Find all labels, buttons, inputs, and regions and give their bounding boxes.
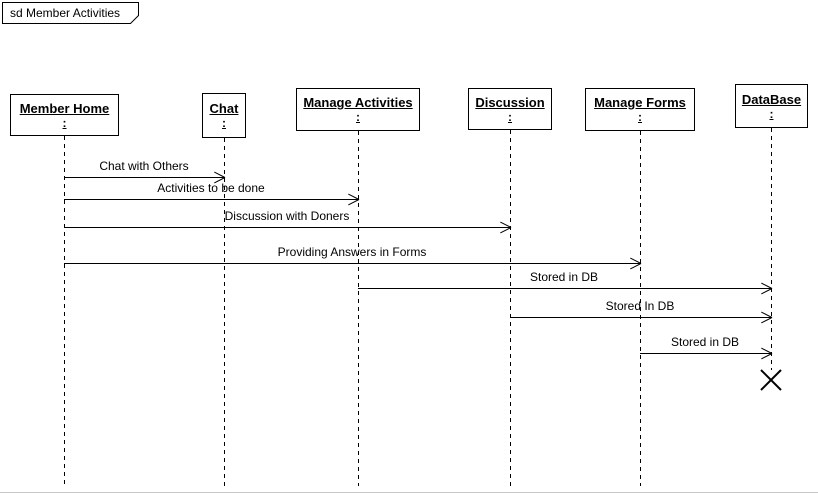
- frame-label: sd Member Activities: [10, 6, 121, 20]
- lifeline-name: Chat: [209, 101, 239, 116]
- lifeline-head-manage-activities: Manage Activities :: [296, 88, 420, 131]
- message-arrow-discussion-with-doners: [64, 227, 510, 228]
- message-arrow-chat-with-others: [64, 177, 224, 178]
- message-label: Discussion with Doners: [224, 209, 350, 223]
- message-arrow-activities-to-be-done: [64, 199, 358, 200]
- lifeline-member-home: [64, 136, 65, 486]
- lifeline-selector: :: [356, 110, 360, 124]
- lifeline-selector: :: [508, 109, 512, 124]
- message-arrow-stored-in-db-2: [510, 317, 771, 318]
- bottom-edge-line: [0, 492, 818, 493]
- lifeline-selector: :: [769, 106, 774, 121]
- lifeline-selector: :: [638, 110, 642, 124]
- lifeline-selector: :: [62, 115, 67, 130]
- lifeline-head-discussion: Discussion :: [468, 88, 552, 130]
- lifeline-manage-forms: [640, 131, 641, 486]
- lifeline-name: Discussion: [475, 94, 545, 110]
- lifeline-head-member-home: Member Home :: [10, 94, 119, 136]
- message-label: Providing Answers in Forms: [277, 245, 427, 259]
- message-arrow-providing-answers: [64, 263, 640, 264]
- message-label: Chat with Others: [99, 159, 189, 173]
- lifeline-head-manage-forms: Manage Forms :: [585, 88, 695, 131]
- message-arrow-stored-in-db-3: [640, 353, 771, 354]
- message-label: Stored In DB: [605, 299, 675, 313]
- lifeline-head-chat: Chat :: [202, 93, 246, 138]
- lifeline-head-database: DataBase :: [735, 84, 808, 128]
- destruction-x-icon: [760, 369, 782, 391]
- lifeline-manage-activities: [358, 131, 359, 486]
- lifeline-name: Manage Forms: [594, 95, 686, 110]
- message-arrow-stored-in-db-1: [358, 288, 771, 289]
- frame-tab: sd Member Activities: [2, 2, 140, 25]
- lifeline-name: Manage Activities: [303, 95, 413, 110]
- lifeline-selector: :: [222, 116, 226, 130]
- frame-tab-shape: [2, 2, 139, 24]
- message-label: Stored in DB: [670, 335, 740, 349]
- lifeline-chat: [224, 138, 225, 486]
- lifeline-database: [771, 128, 772, 370]
- message-label: Stored in DB: [529, 270, 599, 284]
- lifeline-name: Member Home: [19, 100, 110, 116]
- lifeline-name: DataBase: [741, 91, 802, 107]
- lifeline-discussion: [510, 130, 511, 486]
- message-label: Activities to be done: [157, 181, 265, 195]
